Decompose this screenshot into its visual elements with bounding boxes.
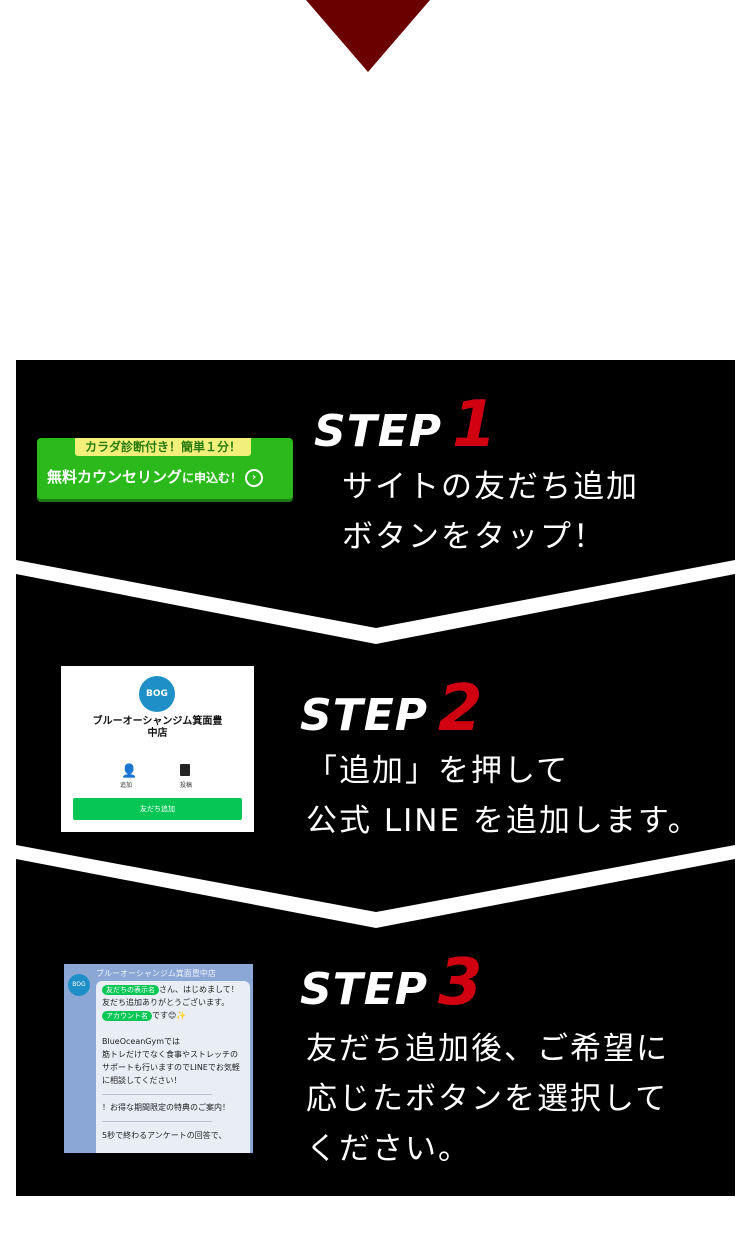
account-name-chip: アカウント名 <box>102 1011 152 1021</box>
cta-badge: カラダ診断付き！簡単１分！ <box>75 438 251 456</box>
chat-divider <box>102 1094 212 1095</box>
chevron-right-icon: › <box>245 468 264 487</box>
cta-label: 無料カウンセリングに申込む！› <box>47 466 264 487</box>
chat-line-7: に相談してください！ <box>102 1076 182 1085</box>
cta-main-text: 無料カウンセリング <box>47 468 183 486</box>
cta-suffix-text: に申込む！ <box>182 471 243 485</box>
step3-description: 友だち追加後、ご希望に 応じたボタンを選択して ください。 <box>306 1031 669 1167</box>
down-arrow-icon <box>306 0 430 72</box>
step2-number: 2 <box>438 672 484 746</box>
chat-line-4: BlueOceanGymでは <box>102 1037 181 1046</box>
chat-line-6: サポートも行いますのでLINEでお気軽 <box>102 1063 240 1072</box>
add-label: 追加 <box>120 782 133 789</box>
chat-line-9: 5秒で終わるアンケートの回答で、 <box>102 1131 227 1140</box>
chat-line-5: 筋トレだけでなく食事やストレッチの <box>102 1050 238 1059</box>
add-friend-icon[interactable]: 👤 <box>121 764 138 779</box>
line-chat-screenshot: ブルーオーシャンジム箕面豊中店 BOG 友だちの表示名さん、はじめまして！ 友だ… <box>64 964 253 1153</box>
step1-number: 1 <box>452 388 498 462</box>
line-profile-card: BOG ブルーオーシャンジム箕面豊 中店 👤 追加 投稿 友だち追加 <box>61 666 254 832</box>
chat-line-1: 友だちの表示名さん、はじめまして！ <box>102 985 239 995</box>
post-icon[interactable] <box>180 764 190 776</box>
step3-word: STEP <box>300 964 429 1015</box>
step2-description: 「追加」を押して 公式 LINE を追加します。 <box>306 753 701 839</box>
chat-line-8: ！お得な期間限定の特典のご案内！ <box>102 1103 230 1112</box>
step3-number: 3 <box>438 946 484 1020</box>
gym-logo-avatar: BOG <box>68 974 90 996</box>
chat-text: さん、はじめまして！ <box>159 985 239 994</box>
chat-divider <box>102 1121 212 1122</box>
add-friend-button[interactable]: 友だち追加 <box>73 798 242 820</box>
chat-line-3: アカウント名です😊✨ <box>102 1011 186 1021</box>
step2-word: STEP <box>300 690 429 741</box>
post-label: 投稿 <box>180 782 193 789</box>
chat-title: ブルーオーシャンジム箕面豊中店 <box>96 969 216 978</box>
free-counseling-button[interactable]: カラダ診断付き！簡単１分！ 無料カウンセリングに申込む！› <box>37 438 293 499</box>
friend-name-chip: 友だちの表示名 <box>102 985 159 995</box>
gym-logo-avatar: BOG <box>139 676 175 712</box>
separator-chevron-1 <box>16 560 735 644</box>
chat-line-2: 友だち追加ありがとうございます。 <box>102 998 230 1007</box>
chat-text: です😊✨ <box>152 1011 187 1020</box>
separator-chevron-2 <box>16 845 735 928</box>
account-name: ブルーオーシャンジム箕面豊 中店 <box>92 716 223 739</box>
step1-word: STEP <box>314 406 443 457</box>
chat-message-bubble: 友だちの表示名さん、はじめまして！ 友だち追加ありがとうございます。 アカウント… <box>96 981 250 1153</box>
step1-description: サイトの友だち追加 ボタンをタップ！ <box>342 469 639 555</box>
